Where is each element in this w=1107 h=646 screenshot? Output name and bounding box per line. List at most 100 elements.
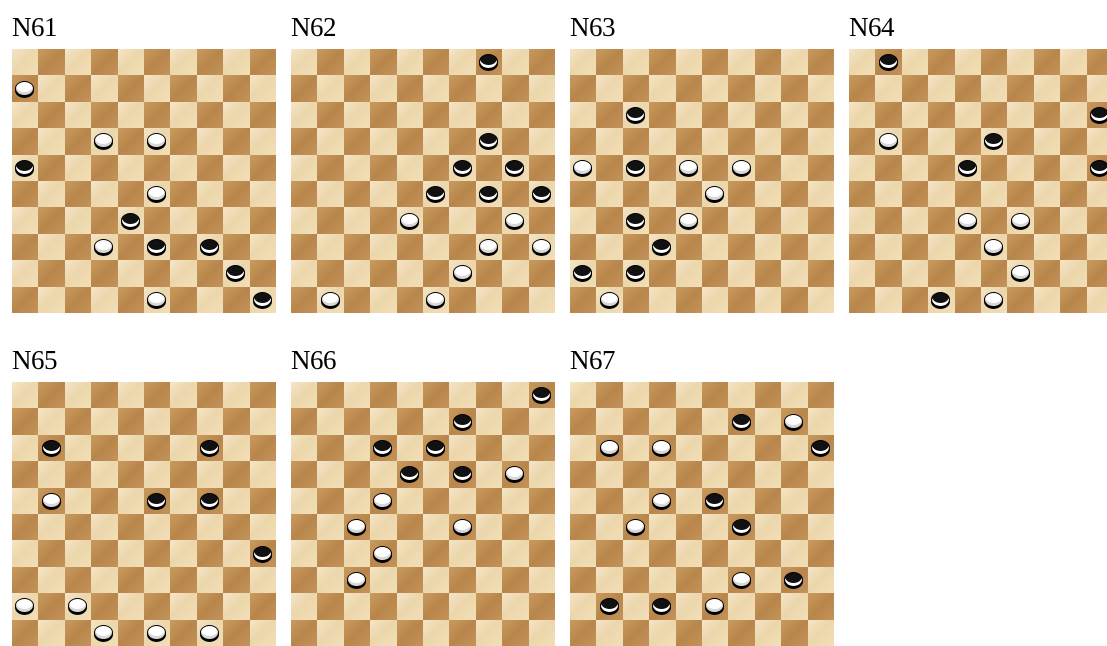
- dark-square[interactable]: [529, 593, 555, 619]
- black-checker-piece[interactable]: [626, 160, 645, 175]
- dark-square[interactable]: [250, 488, 276, 514]
- dark-square[interactable]: [781, 408, 807, 434]
- light-square[interactable]: [38, 567, 64, 593]
- light-square[interactable]: [981, 75, 1007, 101]
- light-square[interactable]: [623, 593, 649, 619]
- black-checker-piece[interactable]: [811, 440, 830, 455]
- light-square[interactable]: [649, 287, 675, 313]
- light-square[interactable]: [38, 234, 64, 260]
- dark-square[interactable]: [502, 287, 528, 313]
- dark-square[interactable]: [649, 540, 675, 566]
- white-checker-piece[interactable]: [453, 265, 472, 280]
- dark-square[interactable]: [397, 181, 423, 207]
- black-checker-piece[interactable]: [426, 440, 445, 455]
- light-square[interactable]: [676, 382, 702, 408]
- light-square[interactable]: [570, 593, 596, 619]
- black-checker-piece[interactable]: [200, 493, 219, 508]
- dark-square[interactable]: [250, 102, 276, 128]
- dark-square[interactable]: [12, 287, 38, 313]
- light-square[interactable]: [649, 234, 675, 260]
- white-checker-piece[interactable]: [732, 572, 751, 587]
- white-checker-piece[interactable]: [15, 81, 34, 96]
- checkers-board[interactable]: [12, 382, 276, 646]
- black-checker-piece[interactable]: [147, 239, 166, 254]
- black-checker-piece[interactable]: [453, 466, 472, 481]
- dark-square[interactable]: [875, 102, 901, 128]
- light-square[interactable]: [197, 620, 223, 646]
- light-square[interactable]: [65, 593, 91, 619]
- light-square[interactable]: [676, 155, 702, 181]
- light-square[interactable]: [755, 514, 781, 540]
- dark-square[interactable]: [476, 382, 502, 408]
- dark-square[interactable]: [170, 234, 196, 260]
- dark-square[interactable]: [370, 260, 396, 286]
- dark-square[interactable]: [1087, 260, 1107, 286]
- dark-square[interactable]: [65, 128, 91, 154]
- light-square[interactable]: [144, 514, 170, 540]
- dark-square[interactable]: [170, 514, 196, 540]
- light-square[interactable]: [875, 287, 901, 313]
- light-square[interactable]: [449, 382, 475, 408]
- dark-square[interactable]: [596, 488, 622, 514]
- light-square[interactable]: [423, 287, 449, 313]
- white-checker-piece[interactable]: [679, 160, 698, 175]
- dark-square[interactable]: [170, 128, 196, 154]
- dark-square[interactable]: [223, 408, 249, 434]
- light-square[interactable]: [928, 128, 954, 154]
- light-square[interactable]: [197, 567, 223, 593]
- dark-square[interactable]: [144, 382, 170, 408]
- light-square[interactable]: [596, 75, 622, 101]
- white-checker-piece[interactable]: [15, 598, 34, 613]
- light-square[interactable]: [12, 540, 38, 566]
- light-square[interactable]: [91, 287, 117, 313]
- light-square[interactable]: [423, 567, 449, 593]
- light-square[interactable]: [12, 593, 38, 619]
- dark-square[interactable]: [955, 234, 981, 260]
- light-square[interactable]: [902, 260, 928, 286]
- light-square[interactable]: [449, 435, 475, 461]
- black-checker-piece[interactable]: [931, 292, 950, 307]
- black-checker-piece[interactable]: [1090, 107, 1107, 122]
- light-square[interactable]: [476, 181, 502, 207]
- dark-square[interactable]: [65, 514, 91, 540]
- light-square[interactable]: [12, 435, 38, 461]
- light-square[interactable]: [1034, 75, 1060, 101]
- light-square[interactable]: [623, 435, 649, 461]
- dark-square[interactable]: [676, 234, 702, 260]
- light-square[interactable]: [981, 128, 1007, 154]
- dark-square[interactable]: [902, 128, 928, 154]
- light-square[interactable]: [529, 408, 555, 434]
- light-square[interactable]: [197, 287, 223, 313]
- dark-square[interactable]: [223, 181, 249, 207]
- light-square[interactable]: [250, 620, 276, 646]
- dark-square[interactable]: [596, 207, 622, 233]
- dark-square[interactable]: [144, 593, 170, 619]
- dark-square[interactable]: [529, 488, 555, 514]
- light-square[interactable]: [170, 593, 196, 619]
- dark-square[interactable]: [529, 49, 555, 75]
- black-checker-piece[interactable]: [121, 213, 140, 228]
- dark-square[interactable]: [623, 287, 649, 313]
- dark-square[interactable]: [344, 75, 370, 101]
- light-square[interactable]: [118, 593, 144, 619]
- light-square[interactable]: [955, 207, 981, 233]
- dark-square[interactable]: [12, 408, 38, 434]
- light-square[interactable]: [728, 488, 754, 514]
- dark-square[interactable]: [449, 234, 475, 260]
- dark-square[interactable]: [502, 461, 528, 487]
- light-square[interactable]: [902, 102, 928, 128]
- dark-square[interactable]: [502, 514, 528, 540]
- light-square[interactable]: [755, 234, 781, 260]
- dark-square[interactable]: [849, 128, 875, 154]
- light-square[interactable]: [1007, 49, 1033, 75]
- dark-square[interactable]: [623, 620, 649, 646]
- light-square[interactable]: [118, 488, 144, 514]
- dark-square[interactable]: [223, 567, 249, 593]
- dark-square[interactable]: [91, 102, 117, 128]
- white-checker-piece[interactable]: [1011, 265, 1030, 280]
- dark-square[interactable]: [449, 514, 475, 540]
- dark-square[interactable]: [317, 488, 343, 514]
- dark-square[interactable]: [902, 234, 928, 260]
- white-checker-piece[interactable]: [573, 160, 592, 175]
- light-square[interactable]: [676, 102, 702, 128]
